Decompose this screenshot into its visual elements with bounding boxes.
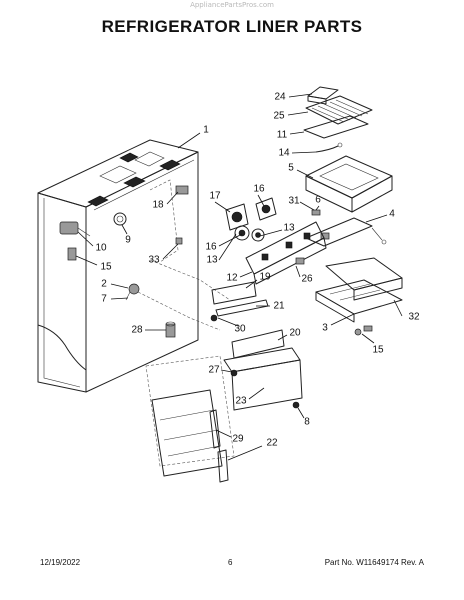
callout-labels: 1 2 3 4 5 6 7 8 9 10 11 12 13 13 14 15 1… xyxy=(95,92,420,449)
evaporator-cover xyxy=(307,86,339,105)
callout-24: 24 xyxy=(274,92,286,103)
callout-23: 23 xyxy=(235,396,247,407)
callout-17: 17 xyxy=(209,191,221,202)
callout-31: 31 xyxy=(288,196,300,207)
drain-tube xyxy=(315,142,343,153)
callout-26: 26 xyxy=(301,274,313,285)
thermostat xyxy=(320,232,330,240)
defrost-heater xyxy=(303,115,369,139)
callout-21: 21 xyxy=(273,301,285,312)
leader-lines xyxy=(75,93,403,461)
callout-9: 9 xyxy=(125,235,131,246)
damper-knob xyxy=(113,212,127,226)
callout-22: 22 xyxy=(266,438,278,449)
callout-8: 8 xyxy=(304,417,310,428)
callout-30: 30 xyxy=(234,324,246,335)
rail-bracket xyxy=(211,281,257,305)
slide-rail-lower xyxy=(223,347,303,411)
callout-33: 33 xyxy=(148,255,160,266)
crisper-drawer xyxy=(145,355,235,483)
tray-clips xyxy=(354,325,373,336)
hinge-bracket xyxy=(125,283,140,301)
fan-bracket xyxy=(311,209,321,216)
footer-date: 12/19/2022 xyxy=(40,558,81,567)
callout-13b: 13 xyxy=(283,223,295,234)
footer-part-number: Part No. W11649174 Rev. A xyxy=(324,558,424,567)
callout-15b: 15 xyxy=(100,262,112,273)
callout-3: 3 xyxy=(322,323,328,334)
callout-28: 28 xyxy=(131,325,143,336)
rail-screw xyxy=(210,314,300,409)
callout-7: 7 xyxy=(101,294,107,305)
callout-11: 11 xyxy=(277,130,288,141)
callout-29: 29 xyxy=(232,434,244,445)
light-socket xyxy=(165,321,176,338)
duct-seal xyxy=(295,257,305,265)
wire-harness-connector xyxy=(59,221,91,237)
callout-10: 10 xyxy=(95,243,107,254)
drawer-support xyxy=(231,329,285,359)
fan-motor-left xyxy=(225,203,249,231)
callout-16: 16 xyxy=(205,242,217,253)
thermistor xyxy=(67,247,77,261)
page-title: REFRIGERATOR LINER PARTS xyxy=(101,17,363,36)
callout-4: 4 xyxy=(389,209,395,220)
callout-27: 27 xyxy=(208,365,220,376)
callout-19: 19 xyxy=(259,272,271,283)
callout-18: 18 xyxy=(152,200,164,211)
callout-5: 5 xyxy=(288,163,294,174)
crisper-tray xyxy=(315,279,403,323)
callout-1: 1 xyxy=(203,125,209,136)
light-switch xyxy=(175,185,189,195)
footer-page-number: 6 xyxy=(228,558,233,567)
callout-15: 15 xyxy=(372,345,384,356)
callout-14: 14 xyxy=(278,148,290,159)
cabinet-liner xyxy=(37,139,231,393)
evaporator-housing xyxy=(305,155,393,213)
callout-16b: 16 xyxy=(253,184,265,195)
callout-25: 25 xyxy=(273,111,285,122)
callout-6: 6 xyxy=(315,195,321,206)
callout-2: 2 xyxy=(101,279,107,290)
callout-32: 32 xyxy=(408,312,420,323)
fan-motor-right xyxy=(255,197,277,221)
control-box xyxy=(305,217,387,247)
callout-13: 13 xyxy=(206,255,218,266)
fan-duct-panel xyxy=(245,221,327,285)
callout-12: 12 xyxy=(226,273,238,284)
fan-blade-left xyxy=(234,225,250,241)
watermark: AppliancePartsPros.com xyxy=(190,1,274,9)
sensor-clip xyxy=(175,237,183,245)
callout-20: 20 xyxy=(289,328,301,339)
